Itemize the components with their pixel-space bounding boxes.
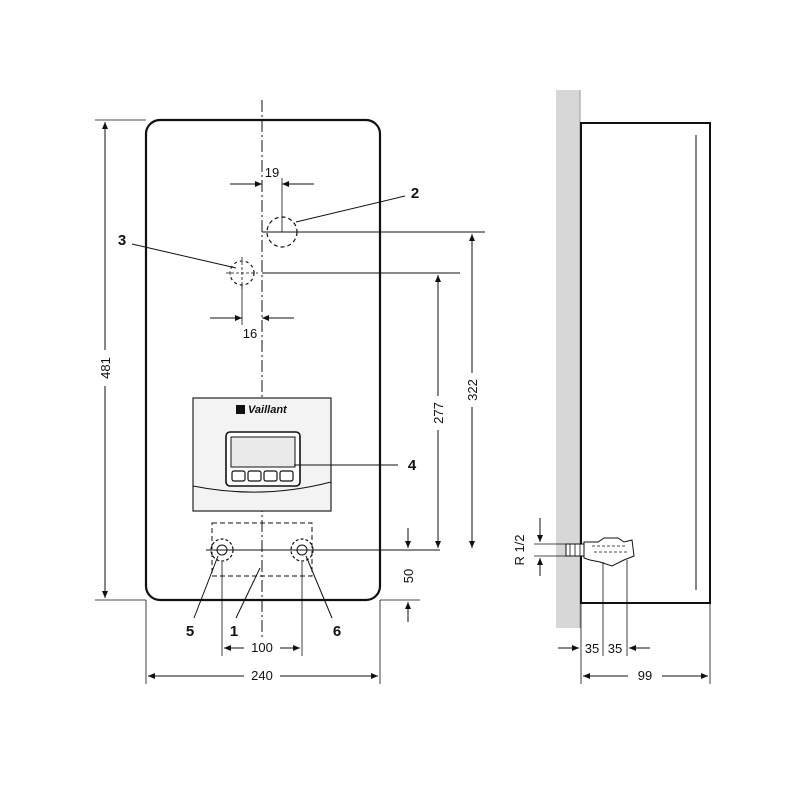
dim-481-label-bg <box>98 350 112 386</box>
control-button-1 <box>231 470 246 482</box>
dim-99-label: 99 <box>638 668 652 683</box>
electrical-connection-area <box>211 522 313 577</box>
brand-logo-icon <box>236 405 245 414</box>
front-view: 19 16 Vaillant 481 <box>95 100 485 684</box>
dim-16-label: 16 <box>243 326 257 341</box>
dim-481-label: 481 <box>98 357 113 379</box>
control-button-2 <box>247 470 262 482</box>
heater-housing <box>144 118 382 602</box>
callout-6-label: 6 <box>333 623 341 640</box>
callout-3-leader <box>131 243 237 269</box>
dim-322-label: 322 <box>465 379 480 401</box>
callout-1-label: 1 <box>230 623 238 640</box>
callout-5-leader <box>193 555 219 619</box>
dim-35a-label: 35 <box>585 641 599 656</box>
dim-240-label: 240 <box>251 668 273 683</box>
dim-240-label-bg <box>244 668 280 682</box>
callout-2-label: 2 <box>411 185 419 202</box>
dim-322-label-bg <box>465 373 479 407</box>
dim-50-label: 50 <box>401 569 416 583</box>
dim-35b-label: 35 <box>608 641 622 656</box>
control-panel-curve <box>192 481 332 493</box>
side-view: R 1/2 35 35 99 <box>512 90 711 684</box>
display-screen <box>230 436 296 468</box>
dim-277-label: 277 <box>431 402 446 424</box>
control-button-4 <box>279 470 294 482</box>
dim-100-label-bg <box>244 640 280 654</box>
brand-logo-text: Vaillant <box>248 404 288 416</box>
dim-99-label-bg <box>628 668 662 682</box>
callout-3-label: 3 <box>118 232 126 249</box>
valve-hidden-lines <box>592 545 628 553</box>
dim-100-label: 100 <box>251 640 273 655</box>
pipe-fitting <box>565 537 635 567</box>
dim-277-label-bg <box>431 396 445 430</box>
dim-thread-label: R 1/2 <box>512 534 527 565</box>
callout-1-leader <box>235 567 261 619</box>
heater-side-housing <box>580 122 711 604</box>
control-button-3 <box>263 470 278 482</box>
callout-5-label: 5 <box>186 623 194 640</box>
callout-6-leader <box>305 555 333 619</box>
dim-19-label: 19 <box>265 165 279 180</box>
wall <box>556 90 580 628</box>
callout-4-label: 4 <box>408 457 417 474</box>
callout-2-leader <box>295 195 406 223</box>
